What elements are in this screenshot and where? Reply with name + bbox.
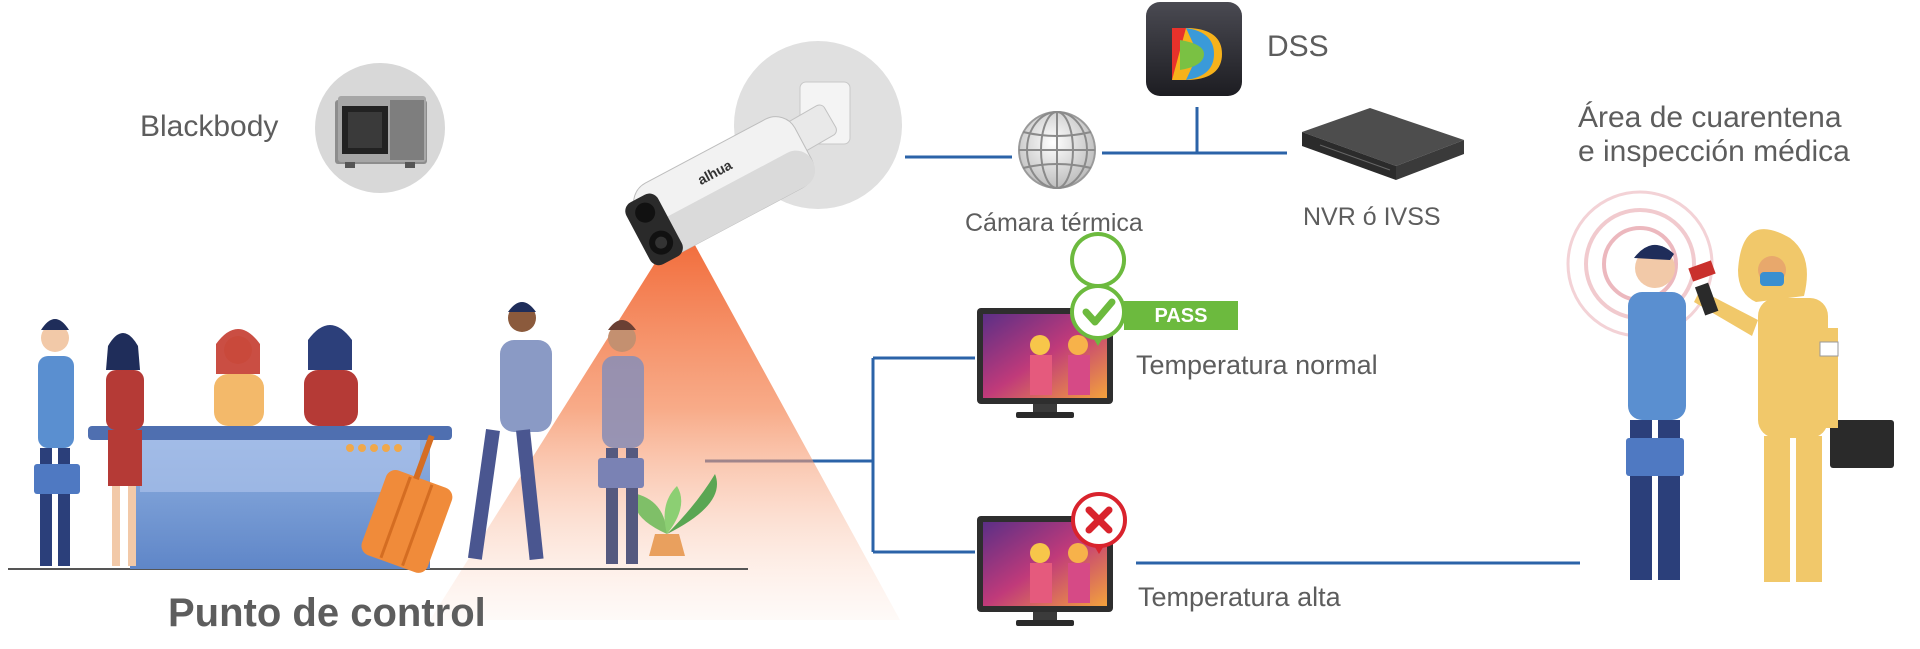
pass-badge: PASS xyxy=(1124,301,1238,330)
quarantine-label-line2: e inspección médica xyxy=(1578,135,1850,168)
checkpoint-scene xyxy=(8,302,748,573)
nvr-device xyxy=(1302,108,1464,180)
check-icon xyxy=(1070,232,1127,346)
thermal-camera-label: Cámara térmica xyxy=(965,209,1143,237)
quarantine-label-line1: Área de cuarentena xyxy=(1578,101,1842,134)
dss-logo-icon xyxy=(1146,2,1242,96)
close-icon xyxy=(1071,492,1127,554)
quarantine-scene xyxy=(1566,190,1894,582)
blackbody-label: Blackbody xyxy=(140,110,279,143)
nvr-label: NVR ó IVSS xyxy=(1303,203,1441,231)
pass-badge-text: PASS xyxy=(1155,305,1208,327)
monitor-high xyxy=(977,516,1113,626)
dss-label: DSS xyxy=(1267,30,1329,63)
checkpoint-title: Punto de control xyxy=(168,591,486,635)
network-globe-icon xyxy=(1018,111,1096,189)
blackbody-device xyxy=(315,63,445,193)
temp-normal-label: Temperatura normal xyxy=(1136,350,1378,380)
thermal-camera: alhua xyxy=(430,41,902,620)
temp-high-label: Temperatura alta xyxy=(1138,582,1341,612)
